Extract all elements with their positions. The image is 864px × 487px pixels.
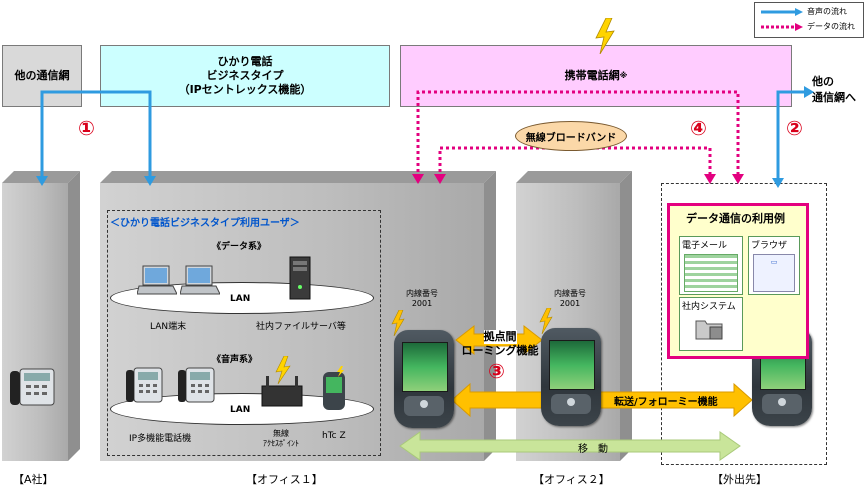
data-arrow-mobile-office1 — [416, 90, 740, 178]
ext-label-phone1-number: 2001 — [411, 299, 433, 308]
data-heading: 《データ系》 — [212, 242, 267, 252]
htc-label: hTc Z — [322, 431, 346, 441]
ext-label-phone2-number: 2001 — [559, 299, 581, 308]
lan-terminal-label: LAN端末 — [150, 322, 187, 332]
mobile-network-box: 携帯電話網 ※ — [400, 45, 792, 107]
lightning-icon-phone2 — [539, 308, 553, 334]
ext-label-phone1-title: 内線番号 — [406, 289, 438, 298]
email-label: 電子メール — [682, 241, 728, 251]
legend-voice-label: 音声の流れ — [807, 7, 847, 16]
move-arrow — [399, 431, 741, 461]
voice-arrowhead-2b — [772, 178, 784, 188]
voice-legend-arrow-icon — [761, 8, 803, 16]
folder-icon — [695, 320, 723, 340]
intranet-panel: 社内システム — [679, 297, 743, 351]
smartphone-office2 — [541, 328, 601, 426]
smartphone-office1 — [394, 330, 454, 428]
laptop-icon — [137, 265, 177, 295]
ip-phone-icon-2 — [178, 367, 215, 403]
mobile-network-note: ※ — [619, 71, 628, 80]
hikari-line-2: ビジネスタイプ — [206, 69, 284, 82]
wireless-ap-label: 無線 ｱｸｾｽﾎﾟｲﾝﾄ — [258, 429, 304, 449]
server-icon — [289, 256, 311, 300]
voice-lan-label: LAN — [230, 405, 251, 415]
roaming-label: 拠点間 ローミング機能 — [452, 330, 548, 358]
location-office2: 【オフィス２】 — [533, 473, 610, 486]
ext-label-phone2: 内線番号 2001 — [540, 289, 600, 309]
company-a-building — [2, 183, 68, 461]
other-network-right-line1: 他の — [812, 75, 834, 88]
mobile-network-label: 携帯電話網 — [564, 69, 620, 82]
ext-label-phone1: 内線番号 2001 — [392, 289, 452, 309]
ext-label-phone2-title: 内線番号 — [554, 289, 586, 298]
browser-label: ブラウザ — [751, 241, 788, 251]
voice-heading: 《音声系》 — [212, 355, 258, 365]
location-office1: 【オフィス１】 — [246, 473, 323, 486]
other-network-right-line2: 通信網へ — [812, 91, 856, 104]
voice-arrowhead-1 — [36, 176, 48, 186]
other-network-label: 他の通信網 — [14, 69, 70, 82]
voice-arrow-1b — [100, 90, 152, 178]
voice-arrowhead-2 — [804, 86, 814, 98]
move-label: 移 動 — [578, 444, 608, 455]
file-server-label: 社内ファイルサーバ等 — [256, 322, 346, 332]
legend: 音声の流れ データの流れ — [754, 2, 864, 38]
marker-3: ③ — [488, 359, 505, 383]
hikari-line-3: （IPセントレックス機能） — [178, 83, 312, 96]
data-legend-arrow-icon — [761, 23, 803, 31]
other-network-right: 他の 通信網へ — [812, 74, 856, 106]
data-usage-title: データ通信の利用例 — [686, 212, 785, 225]
wireless-broadband-label: 無線ブロードバンド — [525, 132, 617, 144]
office1-user-area — [107, 210, 381, 456]
marker-4: ④ — [690, 116, 707, 140]
wireless-ap-icon — [261, 356, 303, 407]
location-company-a: 【A社】 — [13, 473, 54, 486]
office1-building-top — [100, 171, 496, 183]
roaming-line-1: 拠点間 — [483, 330, 517, 344]
intranet-label: 社内システム — [682, 302, 736, 312]
office2-building-top — [516, 171, 632, 183]
marker-1: ① — [78, 116, 95, 140]
email-panel: 電子メール — [679, 236, 743, 295]
wireless-ap-label-2: ｱｸｾｽﾎﾟｲﾝﾄ — [263, 439, 299, 448]
users-title: ＜ひかり電話ビジネスタイプ利用ユーザ＞ — [110, 218, 300, 229]
voice-arrowhead-1b — [144, 176, 156, 186]
legend-data-label: データの流れ — [807, 22, 855, 31]
hikari-denwa-box: ひかり電話 ビジネスタイプ （IPセントレックス機能） — [100, 45, 390, 107]
marker-2: ② — [786, 116, 803, 140]
office1-building-side — [484, 171, 496, 461]
wireless-broadband-oval: 無線ブロードバンド — [515, 121, 627, 151]
voice-arrow-2 — [776, 90, 806, 180]
data-arrow-broadband — [438, 146, 712, 178]
company-a-phone-icon — [10, 368, 55, 406]
htc-phone-icon — [323, 366, 345, 410]
company-a-building-side — [68, 171, 80, 461]
office2-building-side — [620, 171, 632, 461]
hikari-line-1: ひかり電話 — [217, 55, 273, 68]
forward-label: 転送/フォローミー機能 — [614, 397, 718, 408]
location-outside: 【外出先】 — [712, 473, 767, 486]
data-lan-label: LAN — [230, 294, 251, 304]
browser-page-icon: ▭ — [753, 254, 795, 292]
laptop-icon-2 — [180, 265, 220, 295]
voice-arrow-1 — [40, 90, 150, 178]
lightning-icon — [595, 18, 615, 54]
ip-phone-label: IP多機能電話機 — [129, 434, 192, 444]
roaming-line-2: ローミング機能 — [461, 344, 539, 357]
ip-phone-icon — [126, 367, 163, 403]
browser-panel: ブラウザ ▭ — [748, 236, 800, 295]
lightning-icon-phone1 — [391, 310, 405, 336]
wireless-ap-label-1: 無線 — [273, 429, 289, 438]
